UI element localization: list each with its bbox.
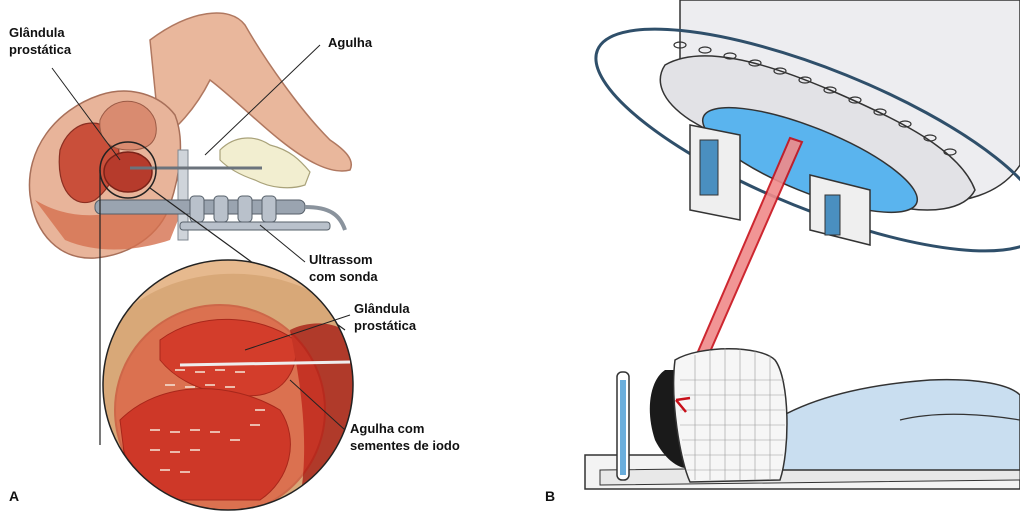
leader-line (260, 225, 305, 262)
label-needle: Agulha (328, 34, 372, 51)
label-prostate-gland: Glândula prostática (9, 24, 71, 58)
collimator-left-window (700, 140, 718, 195)
collimator-right-window (825, 195, 840, 235)
label-prostate-gland-inset: Glândula prostática (354, 300, 416, 334)
label-ultrasound-probe: Ultrassom com sonda (309, 251, 378, 285)
panel-b-illustration (571, 0, 1020, 489)
patient-body (760, 380, 1020, 470)
label-needle-with-seeds: Agulha com sementes de iodo (350, 420, 460, 454)
head-support-post-fill (620, 380, 626, 475)
panel-label-b: B (545, 488, 555, 504)
prostate-illustration (104, 152, 152, 192)
panel-label-a: A (9, 488, 19, 504)
